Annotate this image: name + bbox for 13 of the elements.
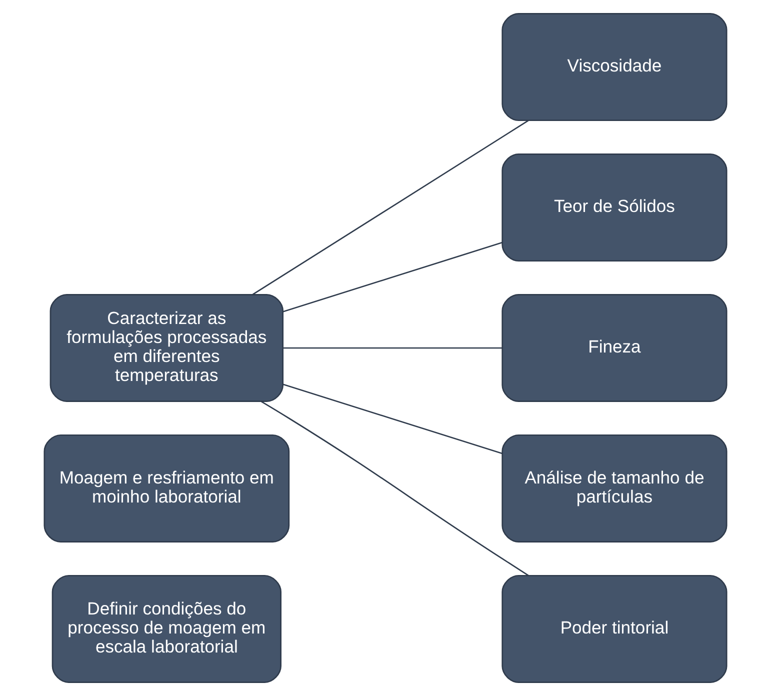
connector bbox=[252, 120, 529, 296]
node-box: Teor de Sólidos bbox=[502, 153, 728, 262]
node-box: Viscosidade bbox=[502, 12, 728, 122]
node-box: Caracterizar as formulações processadas em diferentes temperaturas bbox=[50, 294, 284, 402]
node-box: Poder tintorial bbox=[502, 574, 728, 684]
connector bbox=[283, 242, 502, 312]
node-box: Fineza bbox=[502, 294, 728, 402]
node-box: Análise de tamanho de partículas bbox=[502, 434, 728, 543]
connector bbox=[283, 384, 502, 454]
connector bbox=[283, 347, 502, 349]
node-box: Moagem e resfriamento em moinho laboratorial bbox=[44, 434, 290, 543]
node-box: Definir condições do processo de moagem em escala laboratorial bbox=[52, 574, 282, 684]
connector bbox=[261, 400, 529, 576]
